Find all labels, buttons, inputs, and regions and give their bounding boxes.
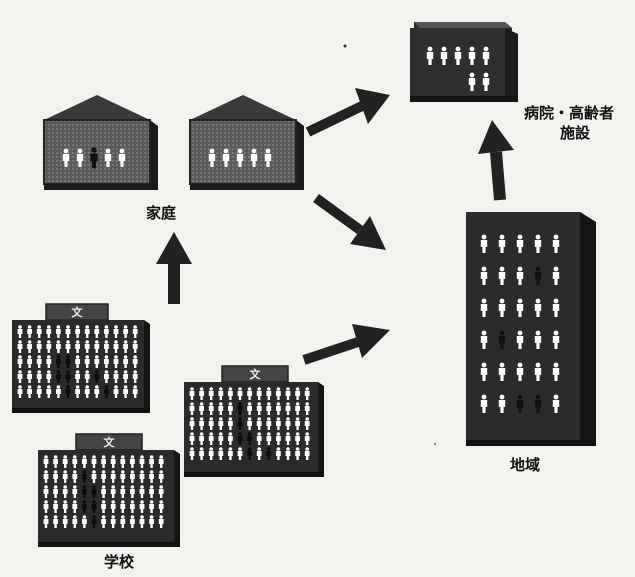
house-icon-right [190,95,304,190]
label-community: 地域 [510,456,540,475]
arrow-home-to-community [316,198,386,250]
label-home: 家庭 [146,204,176,223]
arrow-home-to-hospital [308,88,390,132]
arrow-school-to-home [156,232,192,304]
school-sign-text: 文 [250,367,262,381]
arrow-school-to-community [304,324,390,360]
school-building-icon-bottom: 文 [38,434,180,547]
label-hospital-line2: 施設 [560,124,590,143]
label-hospital-line1: 病院・高齢者 [524,104,614,123]
school-building-icon-center: 文 [184,366,324,477]
school-building-icon-left: 文 [12,304,150,413]
community-building-icon [466,212,596,446]
school-sign-text: 文 [72,305,84,319]
hospital-building-icon [410,22,518,102]
speck-dot [344,45,347,48]
label-school: 学校 [104,553,134,572]
school-sign-text: 文 [104,435,116,449]
arrow-community-to-hospital [478,120,514,200]
speck-dot [434,443,436,445]
house-icon-left [44,95,158,190]
